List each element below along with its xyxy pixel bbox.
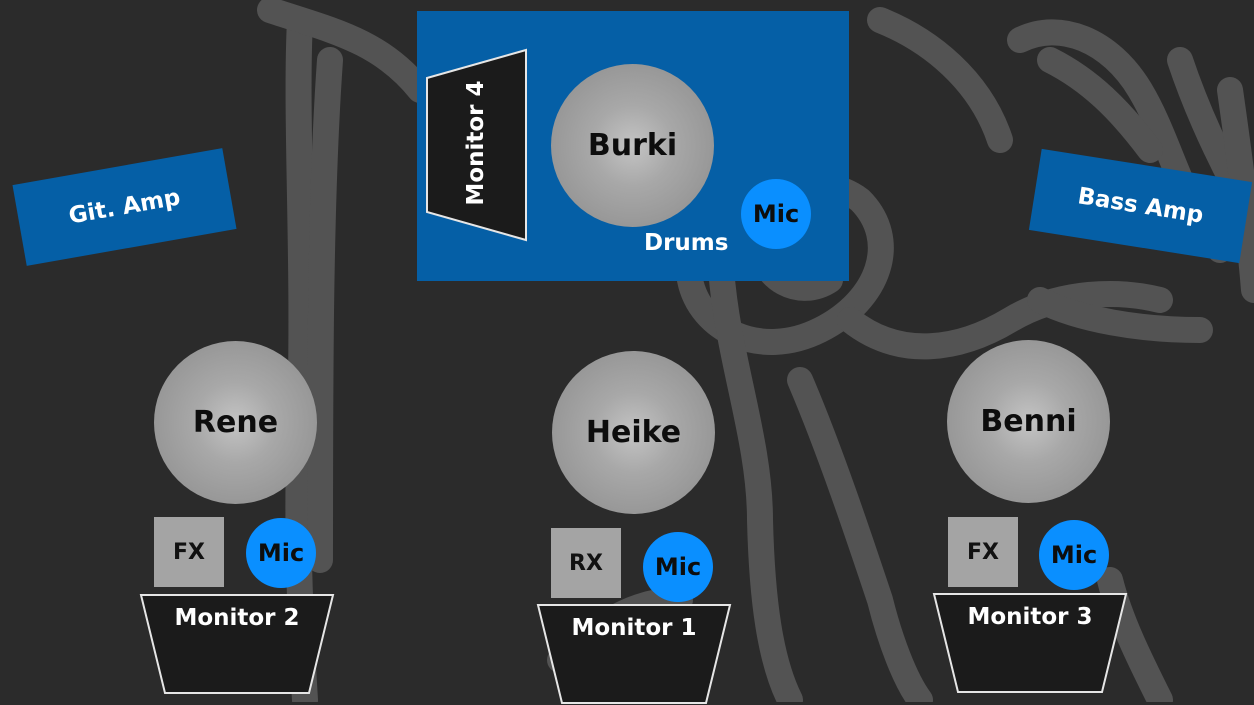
monitor-1-label: Monitor 1 (571, 615, 697, 641)
musician-rene: Rene (154, 341, 317, 504)
monitor-4-label: Monitor 4 (463, 80, 489, 206)
fx-box-benni: FX (948, 517, 1018, 587)
monitor-wedge-shape (426, 48, 527, 242)
monitor-2-label: Monitor 2 (174, 605, 300, 631)
musician-heike: Heike (552, 351, 715, 514)
drummer-burki: Burki (551, 64, 714, 227)
bass-amp-label: Bass Amp (1075, 183, 1206, 229)
guitar-amp-label: Git. Amp (66, 184, 183, 230)
monitor-wedge-shape (932, 593, 1128, 693)
monitor-4: Monitor 4 (425, 48, 528, 242)
monitor-2: Monitor 2 (139, 593, 335, 695)
fx-box-rene: FX (154, 517, 224, 587)
musician-benni: Benni (947, 340, 1110, 503)
monitor-wedge-shape (139, 594, 335, 694)
monitor-1: Monitor 1 (536, 603, 732, 705)
rx-box-heike: RX (551, 528, 621, 598)
monitor-3: Monitor 3 (932, 592, 1128, 694)
mic-rene: Mic (246, 518, 316, 588)
drums-label: Drums (644, 230, 729, 256)
mic-heike: Mic (643, 532, 713, 602)
monitor-3-label: Monitor 3 (967, 604, 1093, 630)
drums-mic: Mic (741, 179, 811, 249)
mic-benni: Mic (1039, 520, 1109, 590)
